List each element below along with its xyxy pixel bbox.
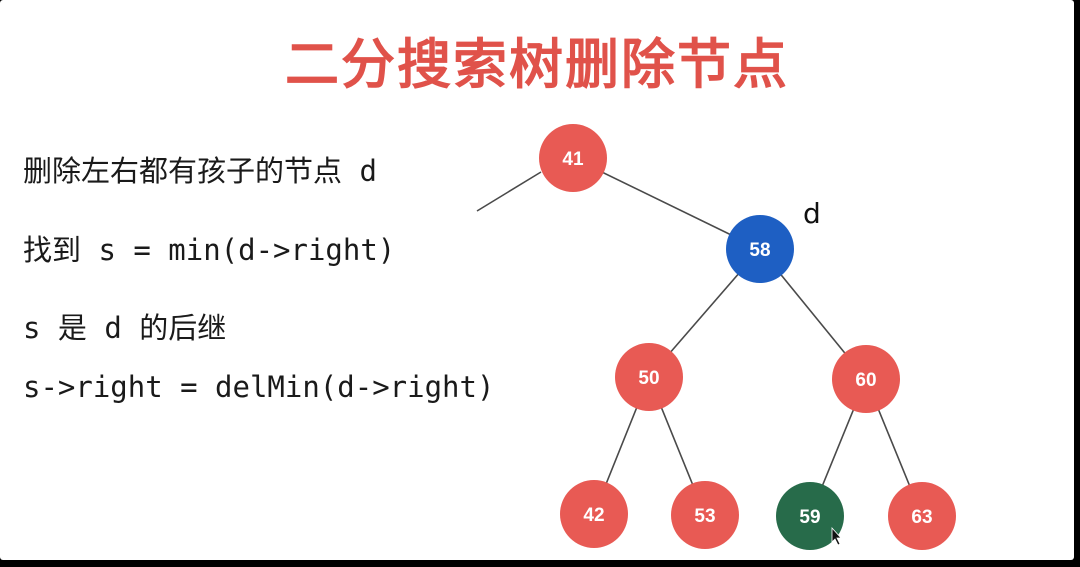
node-label: 53 (694, 506, 715, 527)
tree-node-58: 58 (726, 215, 794, 283)
tree-node-42: 42 (560, 480, 628, 548)
node-circle (726, 215, 794, 283)
node-label: 63 (911, 507, 932, 528)
text-line-4: s->right = delMin(d->right) (23, 370, 495, 404)
node-label: 42 (583, 505, 604, 526)
tree-node-63: 63 (888, 482, 956, 550)
slide-title: 二分搜索树删除节点 (285, 33, 789, 96)
node-label: 50 (638, 368, 659, 389)
node-circle (776, 482, 844, 550)
mouse-cursor-icon (831, 526, 842, 546)
target-marker-label: d (803, 197, 821, 230)
node-label: 41 (562, 149, 584, 170)
tree-node-59: 59 (776, 482, 844, 550)
tree-node-50: 50 (615, 343, 683, 411)
text-line-2: 找到 s = min(d->right) (23, 233, 396, 267)
text-line-1: 删除左右都有孩子的节点 d (23, 154, 377, 188)
node-label: 60 (855, 370, 876, 391)
edge-parent-to-n41 (476, 171, 542, 212)
node-circle (615, 343, 683, 411)
node-circle (832, 345, 900, 413)
node-circle (560, 480, 628, 548)
node-label: 58 (749, 240, 770, 261)
node-label: 59 (799, 507, 820, 528)
node-circle (671, 481, 739, 549)
tree-node-41: 41 (539, 124, 607, 192)
tree-nodes: 41 58 50 60 42 53 59 63 (539, 124, 956, 550)
edge-n41-n58 (572, 157, 761, 250)
node-circle (888, 482, 956, 550)
tree-node-60: 60 (832, 345, 900, 413)
text-line-3: s 是 d 的后继 (23, 311, 227, 345)
node-circle (539, 124, 607, 192)
tree-node-53: 53 (671, 481, 739, 549)
tree-edges (476, 157, 923, 517)
